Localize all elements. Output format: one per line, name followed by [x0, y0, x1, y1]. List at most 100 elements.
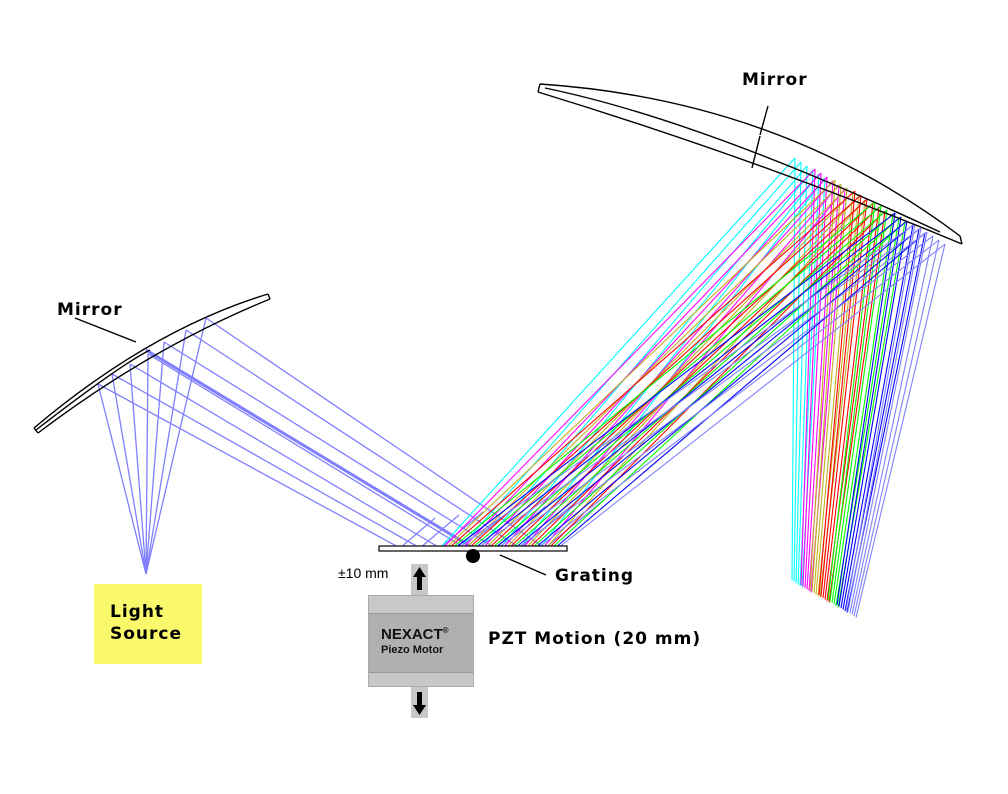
- diffracted-ray: [539, 177, 826, 549]
- focused-ray: [827, 201, 876, 601]
- light-source-box: Light Source: [94, 584, 202, 664]
- motor-band: NEXACT® Piezo Motor: [369, 613, 473, 673]
- diffracted-ray: [457, 223, 916, 549]
- diffracted-ray: [494, 220, 908, 549]
- diffracted-ray: [548, 210, 886, 549]
- incident-rays: [97, 317, 605, 575]
- diffracted-ray: [474, 216, 902, 549]
- collimated-ray: [185, 329, 521, 549]
- registered-mark: ®: [442, 626, 449, 635]
- piezo-motor: NEXACT® Piezo Motor: [368, 595, 474, 687]
- right-mirror-label: Mirror: [742, 70, 808, 90]
- focused-ray: [791, 157, 796, 581]
- diffracted-ray: [534, 228, 920, 549]
- focused-ray: [818, 190, 856, 596]
- diffracted-ray: [519, 173, 820, 549]
- diffracted-ray: [511, 213, 894, 549]
- grating-leader-line: [499, 554, 547, 576]
- left-mirror-label: Mirror: [57, 300, 123, 320]
- collimated-ray: [147, 353, 466, 549]
- diffracted-ray: [525, 195, 860, 549]
- zero-order-ray: [544, 499, 605, 549]
- pivot-dot-icon: [466, 549, 480, 563]
- grating-label: Grating: [555, 566, 635, 586]
- left-mirror: [33, 293, 271, 434]
- focused-ray: [811, 183, 842, 592]
- diffracted-ray: [491, 209, 888, 549]
- zero-order-ray: [419, 514, 460, 549]
- diffracted-ray: [462, 172, 822, 549]
- focused-ray: [851, 235, 934, 615]
- diffracted-ray: [479, 165, 808, 549]
- focused-ray: [836, 212, 896, 606]
- diffracted-ray: [551, 221, 906, 549]
- diffracted-ray: [499, 169, 814, 549]
- diffracted-ray: [508, 202, 874, 549]
- diffracted-ray: [505, 191, 854, 549]
- motor-brand-text: NEXACT: [381, 626, 443, 643]
- source-ray: [97, 383, 147, 575]
- focused-ray: [853, 239, 940, 617]
- collimated-ray: [205, 317, 546, 549]
- diffracted-ray: [471, 205, 882, 549]
- focused-ray: [833, 213, 894, 605]
- diffracted-ray: [502, 180, 834, 549]
- source-ray: [129, 363, 147, 575]
- source-ray: [145, 341, 165, 575]
- diffracted-ray: [554, 232, 926, 549]
- diffracted-ray: [442, 168, 816, 549]
- focused-ray: [842, 224, 914, 610]
- motor-brand: NEXACT®: [381, 626, 449, 643]
- chief-ray: [145, 348, 471, 548]
- diffracted-ray: [477, 227, 922, 549]
- diffracted-ray: [468, 194, 862, 549]
- source-ray: [111, 373, 147, 575]
- focused-ray: [820, 194, 862, 597]
- focused-ray: [840, 220, 908, 609]
- diffracted-ray: [531, 217, 900, 549]
- diffracted-ray: [522, 184, 840, 549]
- diffracted-ray: [465, 183, 842, 549]
- focused-ray: [849, 231, 928, 614]
- focused-ray: [855, 243, 946, 618]
- diffracted-ray: [454, 212, 896, 549]
- source-ray: [145, 317, 207, 575]
- dispersed-rays: [439, 157, 946, 618]
- diffracted-ray: [497, 231, 928, 549]
- diffracted-ray: [517, 235, 934, 549]
- arrow-up-icon: [413, 567, 426, 590]
- diffracted-ray: [528, 206, 880, 549]
- diffracted-ray: [545, 199, 866, 549]
- diffracted-ray: [482, 176, 828, 549]
- diffracted-ray: [439, 157, 796, 549]
- focused-ray: [793, 161, 802, 582]
- focused-ray: [802, 172, 822, 587]
- source-ray: [145, 353, 149, 575]
- focused-ray: [822, 198, 868, 599]
- collimated-ray: [97, 383, 401, 549]
- diffracted-ray: [514, 224, 914, 549]
- focused-ray: [845, 223, 916, 611]
- collimated-ray: [111, 373, 421, 549]
- zero-order-ray: [439, 511, 484, 549]
- collimated-ray: [129, 363, 441, 549]
- source-ray: [145, 329, 187, 575]
- diffracted-ray: [537, 239, 940, 549]
- arrow-down-icon: [413, 692, 426, 715]
- diffracted-ray: [485, 187, 848, 549]
- light-source-label: Light Source: [110, 601, 182, 645]
- diffracted-ray: [557, 243, 946, 549]
- diffracted-ray: [542, 188, 846, 549]
- travel-range-label: ±10 mm: [338, 565, 389, 581]
- diffracted-ray: [445, 179, 836, 549]
- light-source-line1: Light: [110, 602, 165, 622]
- focused-ray: [847, 227, 922, 612]
- right-mirror: [537, 83, 963, 245]
- focused-ray: [831, 209, 888, 604]
- collimated-ray: [163, 341, 496, 549]
- diffracted-ray: [451, 201, 876, 549]
- diffracted-ray: [459, 161, 802, 549]
- motor-subtitle: Piezo Motor: [381, 644, 444, 656]
- pzt-motion-label: PZT Motion (20 mm): [488, 629, 702, 649]
